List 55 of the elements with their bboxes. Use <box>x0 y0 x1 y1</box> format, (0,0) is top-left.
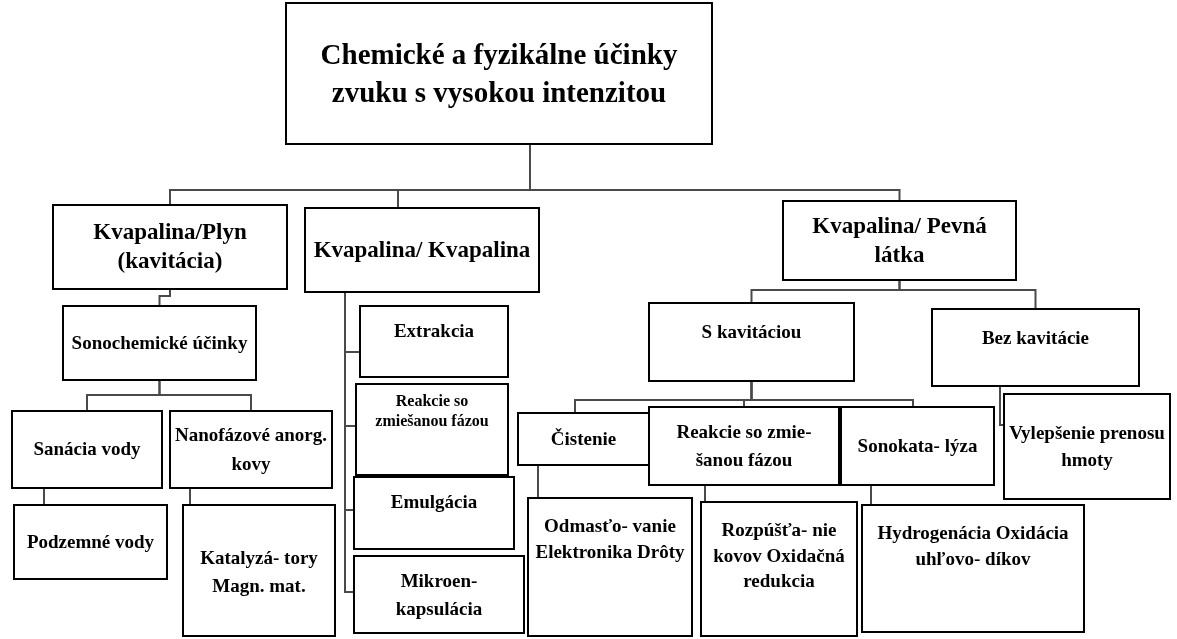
category-box <box>931 308 1140 387</box>
node-label: Emulgácia <box>390 490 478 514</box>
category-box <box>62 305 257 381</box>
connector-line <box>999 386 1004 426</box>
category-box <box>13 504 168 580</box>
topic-box <box>285 2 713 145</box>
category-box <box>355 383 509 476</box>
category-box <box>304 207 540 293</box>
node-label: Podzemné vody <box>26 529 155 554</box>
category-box <box>169 410 333 489</box>
node-label: Chemické a fyzikálne účinky zvuku s vysokou intenzitou <box>319 36 679 110</box>
connector-line <box>158 289 171 306</box>
node-label: Reakcie so zmiešanou fázou <box>374 391 490 431</box>
node-label: Čistenie <box>550 426 617 451</box>
node-label: Reakcie so zmie- šanou fázou <box>675 419 813 472</box>
category-box <box>782 200 1017 281</box>
category-box <box>840 406 995 486</box>
connector-line <box>750 381 914 407</box>
node-label: Kvapalina/Plyn (kavitácia) <box>92 218 248 275</box>
connector-line <box>898 280 1037 309</box>
node-label: Sonochemické účinky <box>71 330 248 355</box>
node-label: Kvapalina/ Kvapalina <box>313 235 531 264</box>
category-box <box>861 504 1085 633</box>
connector-line <box>704 485 706 502</box>
node-label: Sanácia vody <box>33 437 141 462</box>
node-label: Vylepšenie prenosu hmoty <box>1009 420 1165 472</box>
node-label: Nanofázové anorg. kovy <box>175 423 327 476</box>
connector-line <box>344 292 354 593</box>
category-box <box>182 504 336 637</box>
category-box <box>648 302 855 382</box>
category-box <box>700 501 858 637</box>
node-label: Kvapalina/ Pevná látka <box>811 211 988 269</box>
node-label: Hydrogenácia Oxidácia uhľovo- díkov <box>876 521 1070 571</box>
node-label: S kavitáciou <box>701 320 802 344</box>
category-box <box>52 204 288 290</box>
category-box <box>359 305 509 378</box>
node-label: Mikroen- kapsulácia <box>394 568 484 621</box>
category-box <box>353 555 525 634</box>
node-label: Bez kavitácie <box>981 326 1090 350</box>
connector-line <box>158 380 252 411</box>
connector-line <box>537 465 539 498</box>
node-label: Odmasťo- vanie Elektronika Drôty <box>534 514 686 564</box>
node-label: Extrakcia <box>393 319 475 343</box>
category-box <box>527 497 693 637</box>
node-label: Rozpúšťa- nie kovov Oxidačná redukcia <box>712 518 846 594</box>
node-label: Sonokata- lýza <box>857 433 978 458</box>
category-box <box>353 476 515 550</box>
category-box <box>517 412 650 466</box>
connector-line <box>189 488 191 505</box>
connector-line <box>870 485 872 505</box>
category-box <box>648 406 840 486</box>
node-label: Katalyzá- tory Magn. mat. <box>199 545 319 598</box>
connector-line <box>43 488 45 505</box>
category-box <box>11 410 163 489</box>
category-box <box>1003 393 1171 500</box>
